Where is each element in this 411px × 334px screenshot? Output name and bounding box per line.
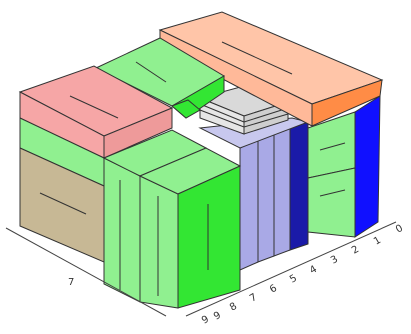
small-green-cube	[171, 99, 201, 119]
tick-label: 7	[248, 292, 259, 305]
plate-front	[243, 101, 289, 135]
pink-side	[103, 107, 173, 159]
front-box-3-side	[177, 165, 241, 309]
front-box-2-face	[139, 175, 179, 309]
front-box-1-face	[103, 157, 141, 303]
tick-label: 1	[372, 235, 383, 248]
bottom-axis-line	[185, 221, 397, 317]
slab-3	[273, 127, 291, 257]
back-right-blue-side	[354, 95, 381, 238]
tick-label: 4	[308, 264, 319, 277]
tick-label: 2	[350, 244, 361, 257]
back-right-green-front-lower	[307, 167, 356, 238]
tick-label: 9	[212, 310, 223, 323]
x-axis-ticks: 9 9 8 7 6 5 4 3 2 1 0	[200, 223, 405, 327]
slab-2	[257, 133, 275, 263]
tick-label: 5	[288, 273, 299, 286]
tick-label: 6	[268, 283, 279, 296]
slab-navy	[289, 121, 309, 251]
axes	[5, 221, 397, 317]
slab-1	[239, 139, 259, 271]
tick-label: 3	[329, 254, 340, 267]
left-stack	[18, 65, 174, 263]
tick-label: 8	[228, 301, 239, 314]
tick-label: 9	[200, 314, 211, 327]
front-green-boxes	[102, 129, 242, 309]
tick-label: 0	[394, 223, 405, 236]
left-axis-label: 7	[68, 277, 74, 288]
left-axis-line	[5, 227, 167, 317]
